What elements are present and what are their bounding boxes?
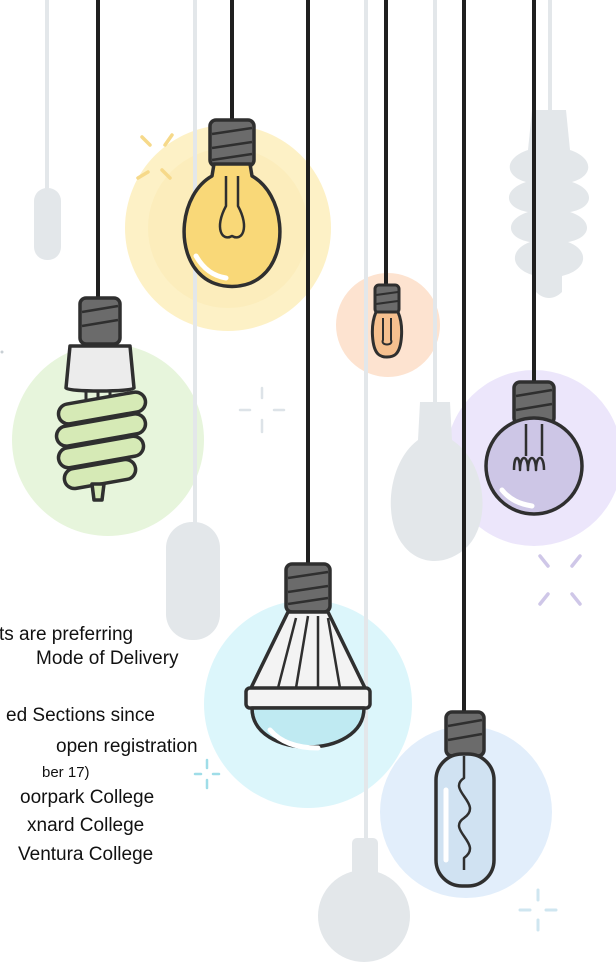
sparkle-icon — [136, 133, 174, 180]
yellow-light-bulb-icon — [182, 118, 282, 289]
text-line: Ventura College — [18, 844, 154, 865]
grey-silhouette-layer — [34, 0, 590, 962]
purple-filament-bulb-icon — [484, 380, 584, 516]
text-line: xnard College — [27, 815, 145, 836]
cord-layer — [96, 0, 536, 714]
text-line: Mode of Delivery — [36, 648, 179, 669]
sparkle-icon — [518, 888, 558, 932]
blue-tube-bulb-icon — [434, 710, 496, 888]
grey-bulb-spiral — [508, 110, 590, 298]
green-spiral-bulb-icon — [54, 296, 148, 502]
sparkle-icon — [193, 758, 221, 790]
text-line: ber 17) — [42, 764, 90, 781]
grey-bulb-pear — [390, 402, 483, 561]
cyan-led-bulb-icon — [244, 562, 372, 751]
text-line: ed Sections since — [6, 705, 155, 726]
grey-bulb-small — [34, 188, 61, 260]
decorative-dot — [0, 350, 4, 354]
grey-bulb-round — [318, 870, 410, 962]
text-line: ts are preferring — [0, 624, 134, 645]
grey-bulb-tall — [166, 522, 220, 640]
sparkle-icon — [538, 554, 582, 606]
text-line: open registration — [56, 736, 198, 757]
sparkle-icon — [238, 386, 286, 434]
orange-light-bulb-icon — [370, 283, 404, 359]
text-line: oorpark College — [20, 787, 155, 808]
